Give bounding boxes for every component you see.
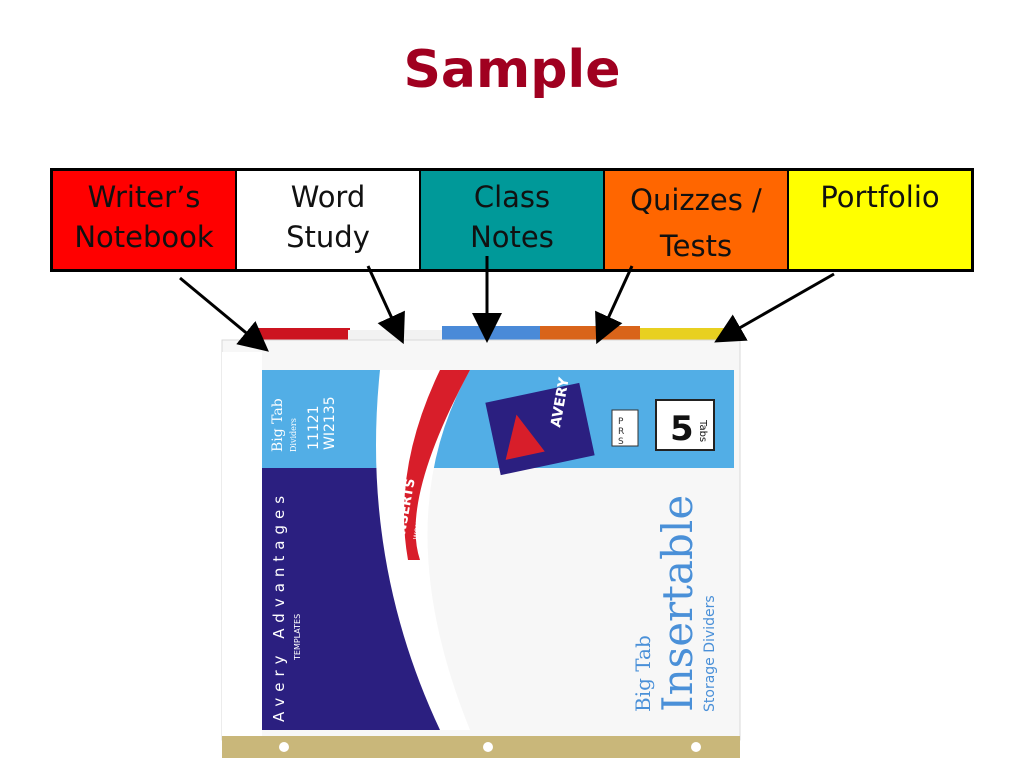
templates-label: TEMPLATES [293,614,302,661]
tab-cell-writers-notebook: Writer’s Notebook [53,171,237,269]
red-swoosh [404,370,470,560]
model-number-1: 11121 [306,405,322,450]
binder-hole [691,742,701,752]
arrow-writers-notebook [179,276,269,352]
white-swoosh [376,370,470,730]
tab-label: Word Study [286,180,370,254]
arrow-quizzes-tests [595,265,634,345]
tab-cell-portfolio: Portfolio [789,171,971,269]
product-name-insertable: Insertable [653,495,702,712]
tab-count-badge [655,399,715,451]
avery-advantages: Avery Advantages [270,490,288,722]
prs-letter-p: P [618,417,624,427]
arrow-word-study [366,265,405,345]
product-storage-dividers: Storage Dividers [702,595,718,712]
left-strip [222,352,262,737]
tab-label: Quizzes / Tests [630,183,762,263]
tab-cell-quizzes-tests: Quizzes / Tests [605,171,789,269]
model-number-2: WI2135 [322,396,338,450]
tab-count-number: 5 [670,409,694,449]
page-title: Sample [403,40,621,100]
big-tab-line-name: Big Tab [270,398,286,452]
binder-strip [222,736,740,758]
binder-hole [483,742,493,752]
tab-label: Portfolio [820,180,940,214]
tab-label: Writer’s Notebook [74,180,214,254]
prs-letter-s: S [618,437,624,447]
tab-label-table: Writer’s Notebook Word Study Class Notes… [50,168,974,272]
product-big-tab: Big Tab [631,635,655,712]
binder-hole [279,742,289,752]
prs-badge [611,409,639,447]
tab-cell-class-notes: Class Notes [421,171,605,269]
big-tab-line-sub: Dividers [289,418,298,452]
tab-count-label: Tabs [697,419,708,442]
avery-triangle-icon [505,414,545,460]
arrow-portfolio [714,272,835,343]
prs-letter-r: R [618,427,624,437]
tab-label: Class Notes [470,180,554,254]
tab-cell-word-study: Word Study [237,171,421,269]
